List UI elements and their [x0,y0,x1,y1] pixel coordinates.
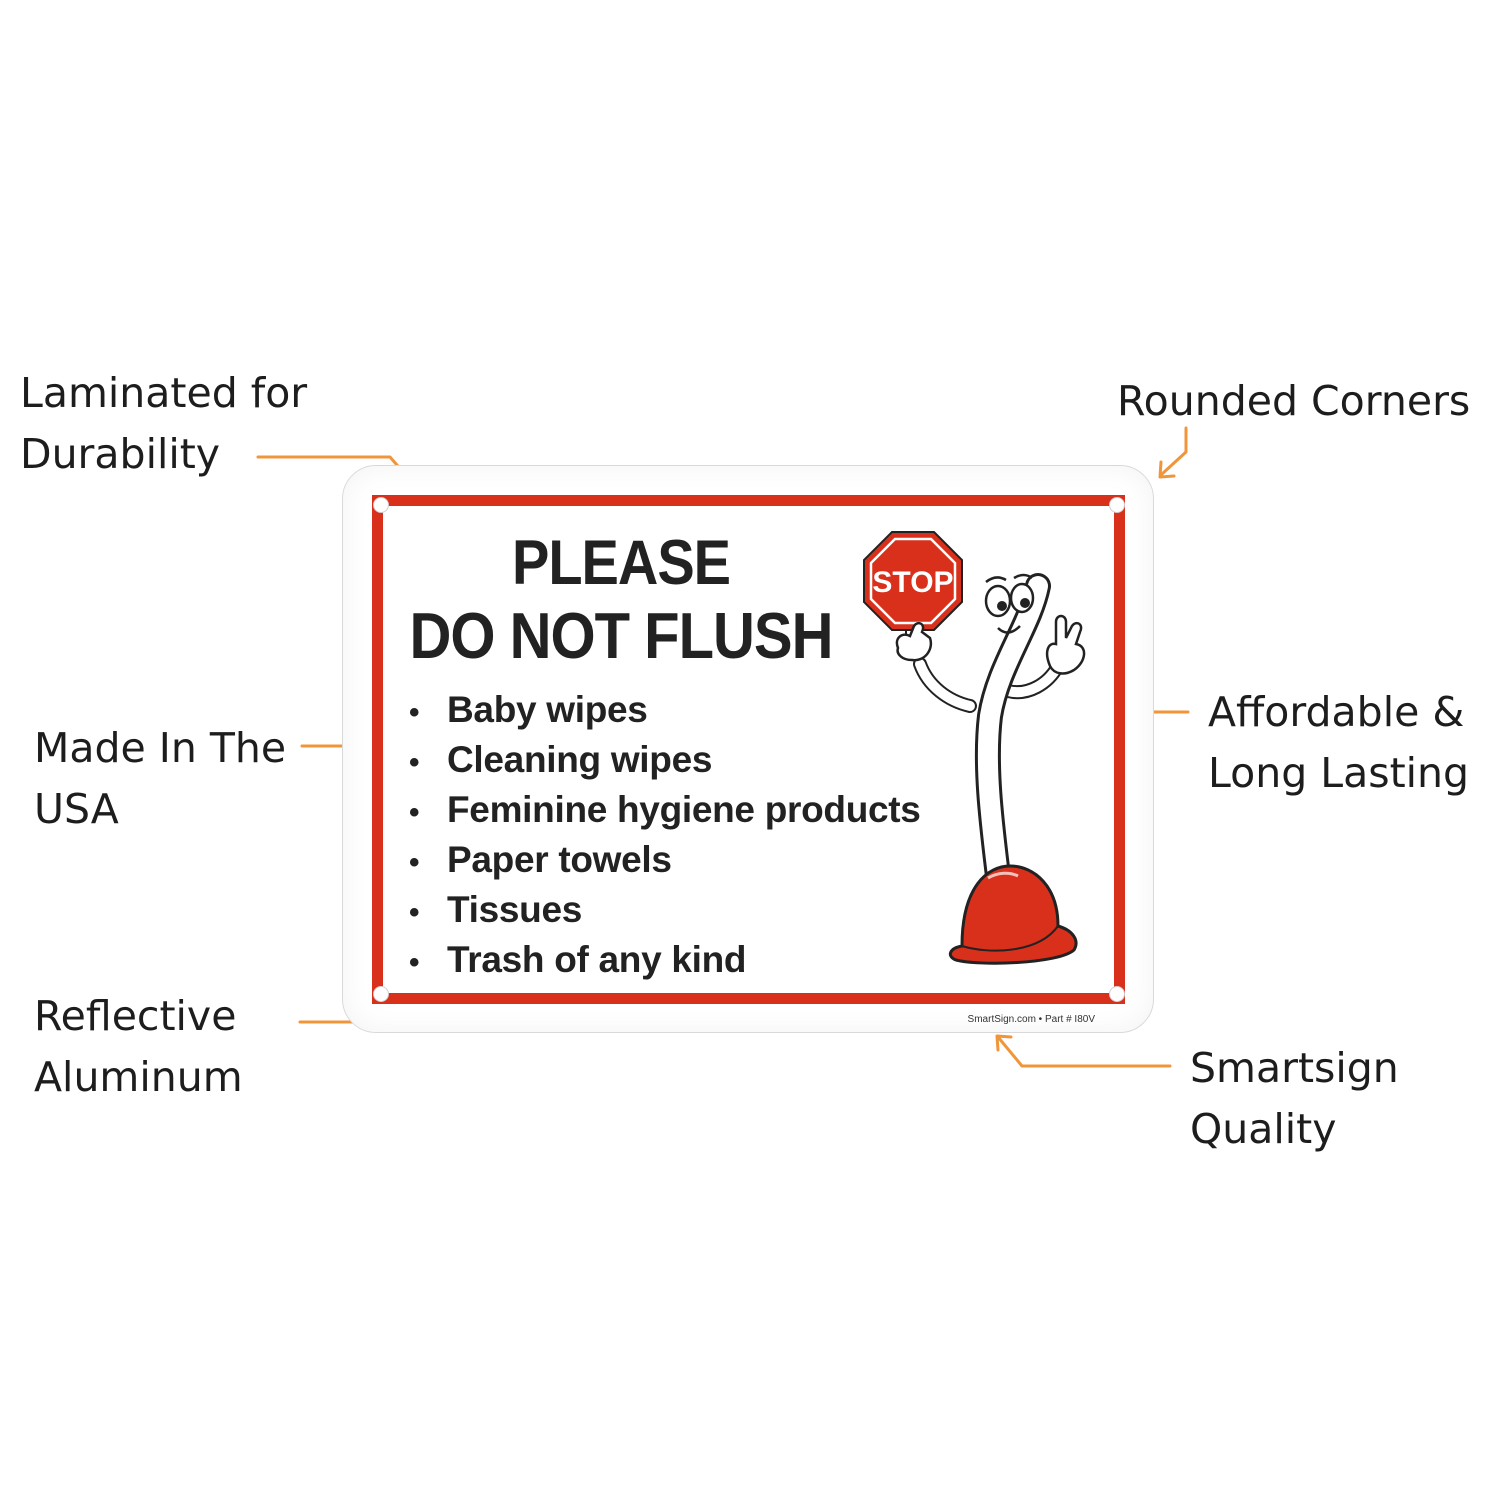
stop-sign-icon [863,531,963,631]
list-item: •Feminine hygiene products [409,789,921,830]
stop-sign-label: STOP [872,566,953,599]
sign-title-line1: PLEASE [511,526,731,598]
mounting-hole [373,986,389,1002]
sign-footer-text: SmartSign.com • Part # I80V [967,1014,1095,1025]
callout-laminated: Laminated for Durability [20,369,308,478]
sign-panel: PLEASE DO NOT FLUSH •Baby wipes •Cleanin… [342,465,1154,1033]
list-item: •Cleaning wipes [409,739,713,780]
rounded-arrow [1160,426,1188,476]
callout-made-in-usa: Made In The USA [34,724,287,833]
list-item: •Paper towels [409,839,672,880]
sign-title-line2: DO NOT FLUSH [409,599,834,673]
prohibited-items-list: •Baby wipes •Cleaning wipes •Feminine hy… [409,686,921,986]
list-item: •Tissues [409,889,583,930]
sign-red-border [372,495,1125,1004]
list-item: •Trash of any kind [409,939,747,980]
mounting-hole [1109,986,1125,1002]
callout-affordable: Affordable & Long Lasting [1208,688,1470,797]
callout-smartsign: Smartsign Quality [1190,1044,1399,1153]
smartsign-arrow [996,1035,1172,1068]
plunger-mascot-icon: STOP [863,531,1086,965]
list-item: •Baby wipes [409,689,648,730]
sign-title: PLEASE DO NOT FLUSH [403,526,839,676]
mounting-hole [1109,497,1125,513]
callout-reflective: Reflective Aluminum [34,992,243,1101]
callout-rounded-corners: Rounded Corners [1117,377,1471,425]
mounting-hole [373,497,389,513]
